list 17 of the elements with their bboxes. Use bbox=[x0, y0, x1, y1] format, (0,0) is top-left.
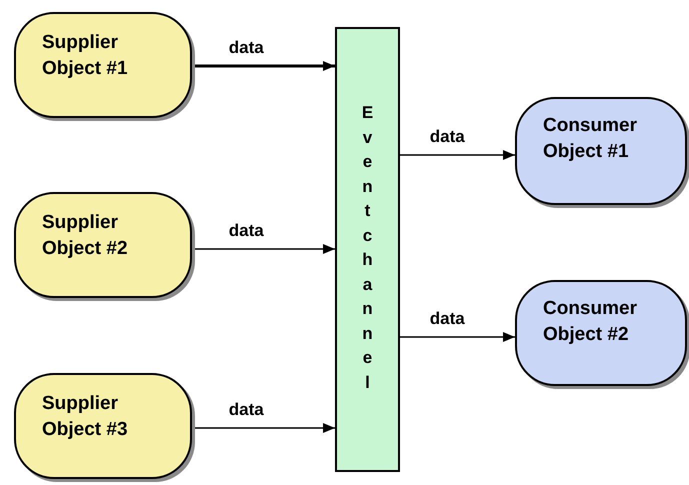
object-node bbox=[14, 192, 192, 298]
arrow bbox=[400, 332, 515, 342]
object-node bbox=[14, 12, 192, 118]
object-node bbox=[515, 280, 687, 386]
node-label: Consumer Object #1 bbox=[543, 114, 638, 164]
arrow bbox=[192, 423, 335, 433]
channel-box bbox=[335, 27, 400, 472]
node-label: Supplier Object #3 bbox=[42, 392, 129, 442]
arrow bbox=[192, 61, 335, 71]
node-label: Consumer Object #2 bbox=[543, 297, 638, 347]
vertical-label: Event channel bbox=[362, 102, 374, 394]
arrow bbox=[192, 244, 335, 254]
arrow bbox=[400, 150, 515, 160]
object-node bbox=[14, 373, 192, 479]
object-node bbox=[515, 97, 687, 205]
node-label: Supplier Object #2 bbox=[42, 211, 129, 261]
node-label: Supplier Object #1 bbox=[42, 31, 129, 81]
